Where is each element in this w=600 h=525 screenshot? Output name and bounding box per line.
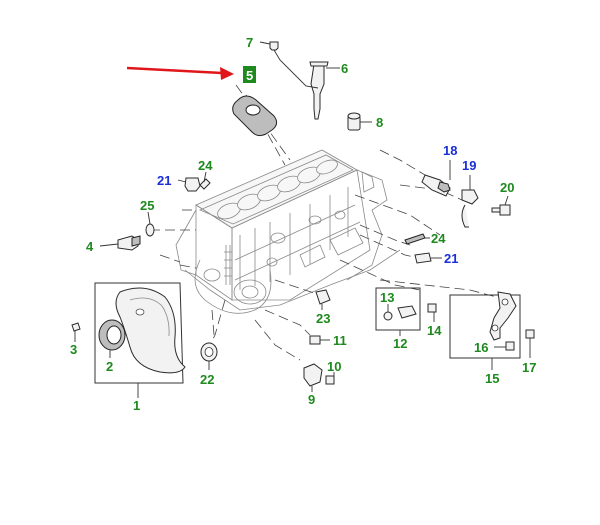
part-1-front-cover-group[interactable]: [94, 282, 186, 398]
part-19-sensor[interactable]: [461, 175, 479, 228]
callout-21-right: 21: [444, 251, 458, 266]
part-3-bolt[interactable]: [71, 322, 81, 342]
callout-9: 9: [308, 392, 315, 407]
part-12-sensor-group[interactable]: [375, 287, 421, 336]
callout-20: 20: [500, 180, 514, 195]
part-13-oring[interactable]: [383, 304, 393, 321]
callout-11: 11: [333, 333, 347, 348]
callout-6: 6: [341, 61, 348, 76]
part-24-clip-right[interactable]: [404, 233, 430, 245]
callout-24-left: 24: [198, 158, 213, 173]
callout-5-badge: [243, 66, 256, 83]
part-4-sensor[interactable]: [99, 235, 141, 251]
callout-7: 7: [246, 35, 253, 50]
part-21-sensor-right[interactable]: [414, 252, 442, 264]
part-14-bolt[interactable]: [427, 303, 437, 322]
callout-10: 10: [327, 359, 341, 374]
callout-3: 3: [70, 342, 77, 357]
part-23-bracket[interactable]: [315, 289, 331, 310]
part-15-bracket[interactable]: [489, 291, 517, 341]
callout-17: 17: [522, 360, 536, 375]
callout-2: 2: [106, 359, 113, 374]
callout-labels: 1 2 3 4 5 6 7 8 9 10 11 12 13 14 15 16 1…: [70, 35, 536, 413]
part-11-plug[interactable]: [309, 335, 330, 345]
callout-4: 4: [86, 239, 94, 254]
callout-23: 23: [316, 311, 330, 326]
callout-24-right: 24: [431, 231, 446, 246]
callout-14: 14: [427, 323, 442, 338]
callout-13: 13: [380, 290, 394, 305]
callout-18: 18: [443, 143, 457, 158]
callout-19: 19: [462, 158, 476, 173]
part-21-sensor-left[interactable]: [177, 177, 201, 192]
callout-15: 15: [485, 371, 499, 386]
part-20-bolt[interactable]: [491, 195, 511, 216]
callout-5: 5: [246, 68, 253, 83]
callout-12: 12: [393, 336, 407, 351]
part-16-bolt[interactable]: [494, 341, 515, 351]
part-8-plug[interactable]: [347, 112, 372, 131]
part-5-gasket[interactable]: [232, 95, 278, 137]
part-25-washer[interactable]: [145, 211, 155, 237]
part-7-bolt[interactable]: [259, 41, 319, 89]
engine-block: [175, 149, 401, 314]
part-22-pulley[interactable]: [200, 342, 218, 370]
part-9-sensor[interactable]: [303, 363, 323, 392]
callout-16: 16: [474, 340, 488, 355]
cylinder-bores: [217, 159, 338, 220]
callout-25: 25: [140, 198, 154, 213]
callout-8: 8: [376, 115, 383, 130]
part-6-tube[interactable]: [309, 61, 340, 120]
part-24-clip-left[interactable]: [199, 171, 211, 190]
part-12-sensor[interactable]: [397, 305, 417, 319]
part-15-bracket-group[interactable]: [449, 294, 521, 370]
callout-22: 22: [200, 372, 214, 387]
callout-21-left: 21: [157, 173, 171, 188]
part-17-bolt[interactable]: [525, 329, 535, 358]
highlight-arrow: [126, 66, 234, 80]
callout-1: 1: [133, 398, 140, 413]
part-2-seal[interactable]: [98, 319, 126, 358]
part-10-bolt[interactable]: [325, 372, 335, 385]
part-18-sensor[interactable]: [421, 160, 451, 197]
